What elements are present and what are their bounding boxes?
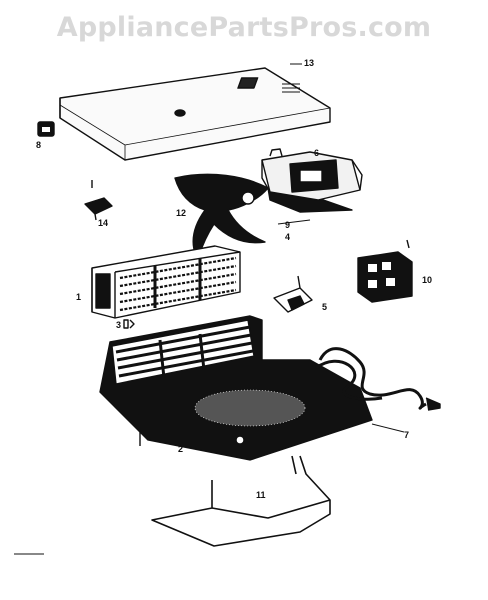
- control-knob-part: [37, 121, 55, 137]
- bracket-part: [273, 275, 313, 313]
- wire-stand-part: [151, 455, 331, 547]
- callout-5: 5: [322, 302, 328, 312]
- switch-part: [84, 180, 113, 221]
- callout-2: 2: [178, 444, 184, 454]
- callout-14: 14: [98, 218, 109, 228]
- callout-7: 7: [404, 430, 410, 440]
- callout-8: 8: [36, 140, 42, 150]
- callout-6: 6: [314, 148, 320, 158]
- callout-10: 10: [422, 275, 433, 285]
- callout-3: 3: [116, 320, 122, 330]
- callout-12: 12: [176, 208, 187, 218]
- watermark-text: AppliancePartsPros.com: [56, 12, 432, 43]
- base-housing-part: [99, 315, 373, 461]
- callout-11: 11: [256, 490, 266, 500]
- callout-13: 13: [304, 58, 315, 68]
- callout-1: 1: [76, 292, 82, 302]
- callout-9: 9: [285, 220, 291, 230]
- motor-part: [261, 148, 363, 201]
- power-cord-part: [315, 347, 441, 411]
- terminal-clip-part: [123, 319, 135, 329]
- thermostat-block-part: [357, 239, 413, 303]
- heating-element-part: [91, 245, 241, 319]
- top-cover-part: [59, 67, 331, 161]
- callout-4: 4: [285, 232, 291, 242]
